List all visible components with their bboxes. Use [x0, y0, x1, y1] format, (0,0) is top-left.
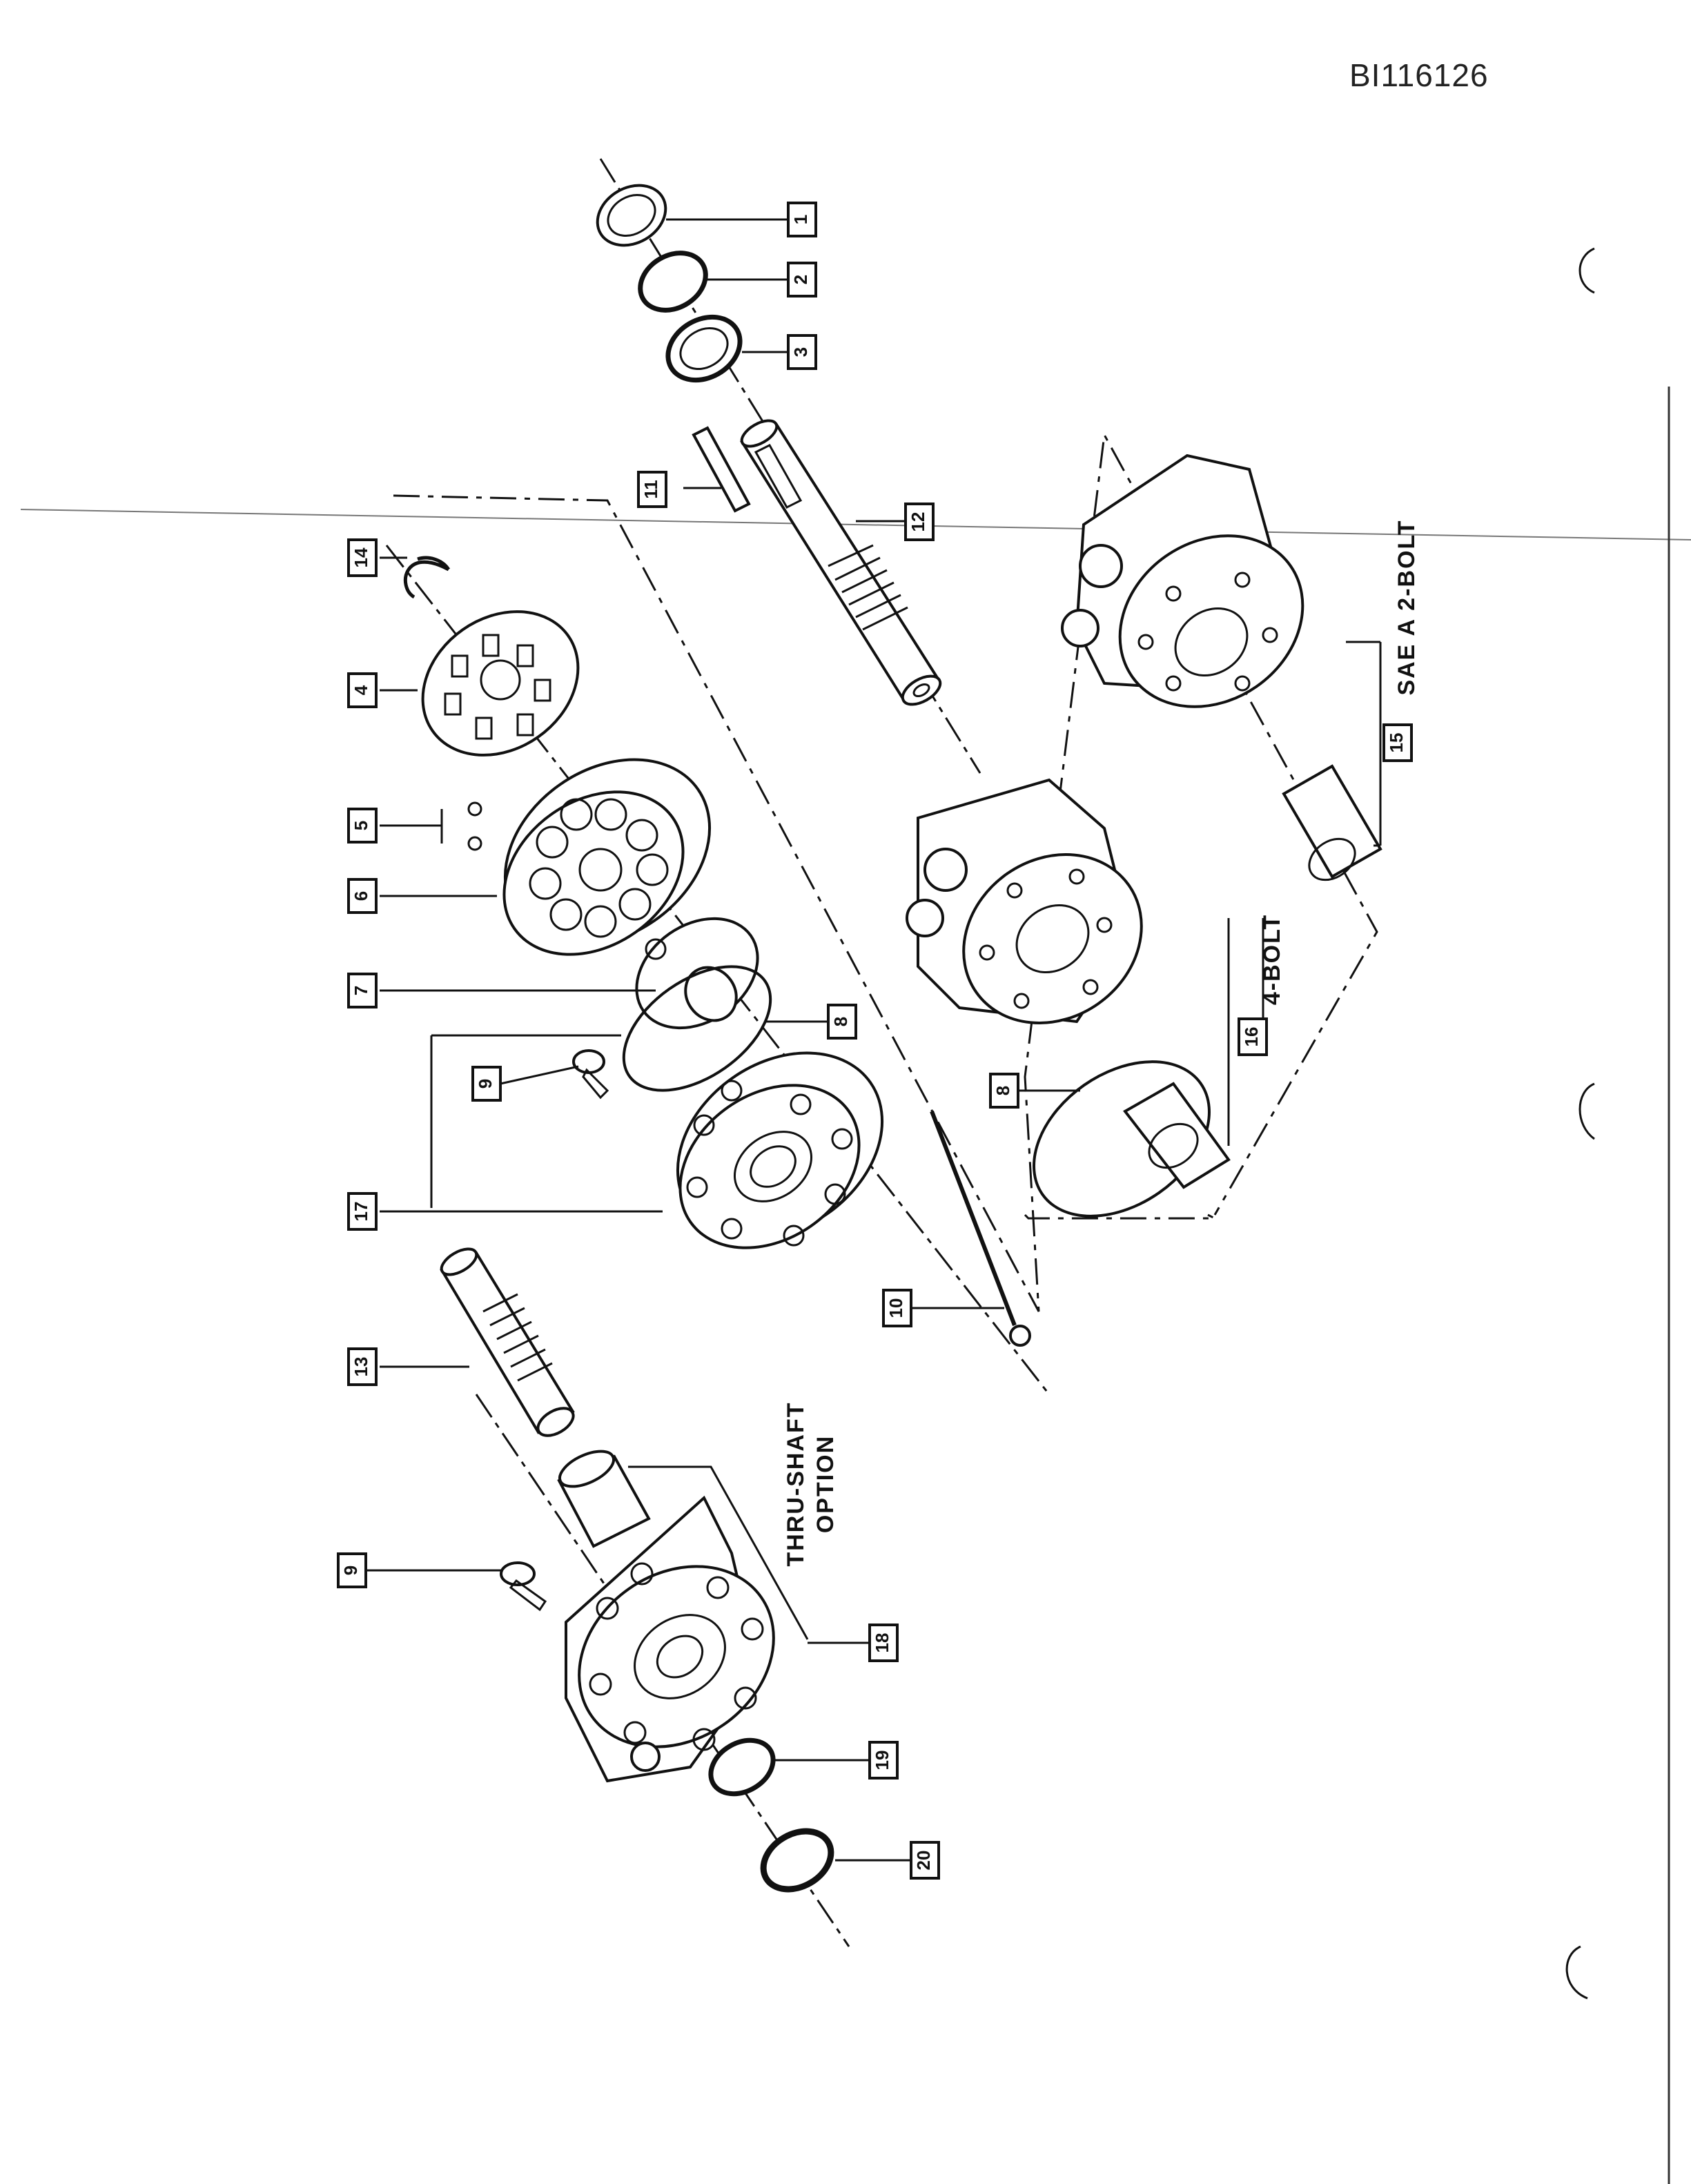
part-9-screw: [572, 1049, 609, 1100]
part-13-thru-shaft: [440, 1247, 575, 1437]
callout-13-label: 13: [351, 1357, 371, 1377]
part-20-seal: [760, 1828, 834, 1893]
callout-12: 12: [904, 503, 935, 541]
part-4-valve-plate: [421, 610, 580, 757]
document-id: BI116126: [1349, 57, 1489, 93]
thru-shaft-label: THRU-SHAFT: [783, 1401, 809, 1566]
callout-9-upper-label: 9: [475, 1079, 496, 1089]
part-16-housing-4-bolt: [906, 778, 1231, 1218]
callout-9-upper: 9: [471, 1066, 502, 1102]
callout-17: 17: [347, 1192, 378, 1231]
callout-8-lower-label: 8: [993, 1086, 1013, 1095]
part-10-bolt: [930, 1110, 1031, 1347]
option-label: OPTION: [812, 1435, 839, 1533]
callout-18: 18: [868, 1624, 899, 1662]
callout-6: 6: [347, 878, 378, 914]
callout-11-label: 11: [641, 480, 661, 499]
binder-hole-mark-3: [1565, 1945, 1588, 2000]
callout-20-label: 20: [913, 1851, 934, 1871]
callout-18-label: 18: [872, 1633, 892, 1653]
leader-lines: [366, 218, 1382, 1862]
part-8-o-ring: [622, 965, 772, 1092]
part-6-cylinder-block: [502, 758, 712, 956]
callout-12-label: 12: [908, 512, 928, 532]
callout-4-label: 4: [351, 685, 371, 695]
callout-6-label: 6: [351, 891, 371, 901]
callout-8-upper-label: 8: [830, 1017, 851, 1026]
callout-13: 13: [347, 1347, 378, 1386]
callout-19-label: 19: [872, 1751, 892, 1771]
binder-hole-mark-2: [1578, 1082, 1595, 1140]
callout-19: 19: [868, 1741, 899, 1780]
callout-7: 7: [347, 973, 378, 1008]
callout-3: 3: [787, 334, 817, 370]
part-17-end-cover: [676, 1051, 884, 1249]
sae-a-2-bolt-label: SAE A 2-BOLT: [1394, 519, 1420, 695]
callout-8-upper: 8: [827, 1004, 857, 1040]
part-5-pins: [467, 801, 482, 851]
callout-16-label: 16: [1241, 1027, 1262, 1047]
part-3-bearing: [665, 314, 743, 383]
part-14-snap-ring: [403, 556, 451, 599]
part-1-seal: [596, 184, 667, 247]
callout-16: 16: [1238, 1017, 1268, 1056]
callout-10: 10: [882, 1289, 912, 1327]
part-15-housing-sae-a-2-bolt: [1061, 454, 1382, 881]
callout-15: 15: [1382, 723, 1413, 762]
part-11-key: [692, 426, 751, 513]
part-18-end-cover: [565, 1495, 775, 1783]
part-18-bushing: [557, 1450, 651, 1548]
callout-10-label: 10: [886, 1298, 906, 1318]
callout-20: 20: [910, 1841, 940, 1880]
callout-9-lower-label: 9: [340, 1566, 361, 1575]
callout-14-label: 14: [351, 547, 371, 567]
callout-11: 11: [637, 471, 667, 508]
part-2-ring: [638, 251, 708, 313]
binder-hole-mark-1: [1578, 247, 1595, 294]
callout-7-label: 7: [351, 986, 371, 995]
callout-15-label: 15: [1386, 733, 1407, 753]
callout-17-label: 17: [351, 1202, 371, 1222]
callout-9-lower: 9: [337, 1552, 367, 1588]
callout-5-label: 5: [351, 821, 371, 830]
four-bolt-label: 4-BOLT: [1259, 914, 1285, 1005]
callout-2: 2: [787, 262, 817, 298]
thru-shaft-group-line: [628, 1465, 809, 1640]
callout-5: 5: [347, 808, 378, 844]
housing-group-outline-bottom: [1024, 1213, 1215, 1220]
callout-14: 14: [347, 538, 378, 577]
callout-2-label: 2: [790, 275, 811, 284]
part-12-shaft: [740, 419, 942, 706]
part-9-screw-lower: [500, 1561, 547, 1612]
callout-3-label: 3: [790, 347, 811, 357]
callout-8-lower: 8: [989, 1073, 1019, 1109]
callout-1-label: 1: [790, 215, 811, 224]
callout-4: 4: [347, 672, 378, 708]
callout-1: 1: [787, 202, 817, 237]
part-19-bearing: [708, 1737, 776, 1797]
scan-line: [20, 509, 1691, 540]
housing-group-outline: [393, 431, 1378, 1312]
